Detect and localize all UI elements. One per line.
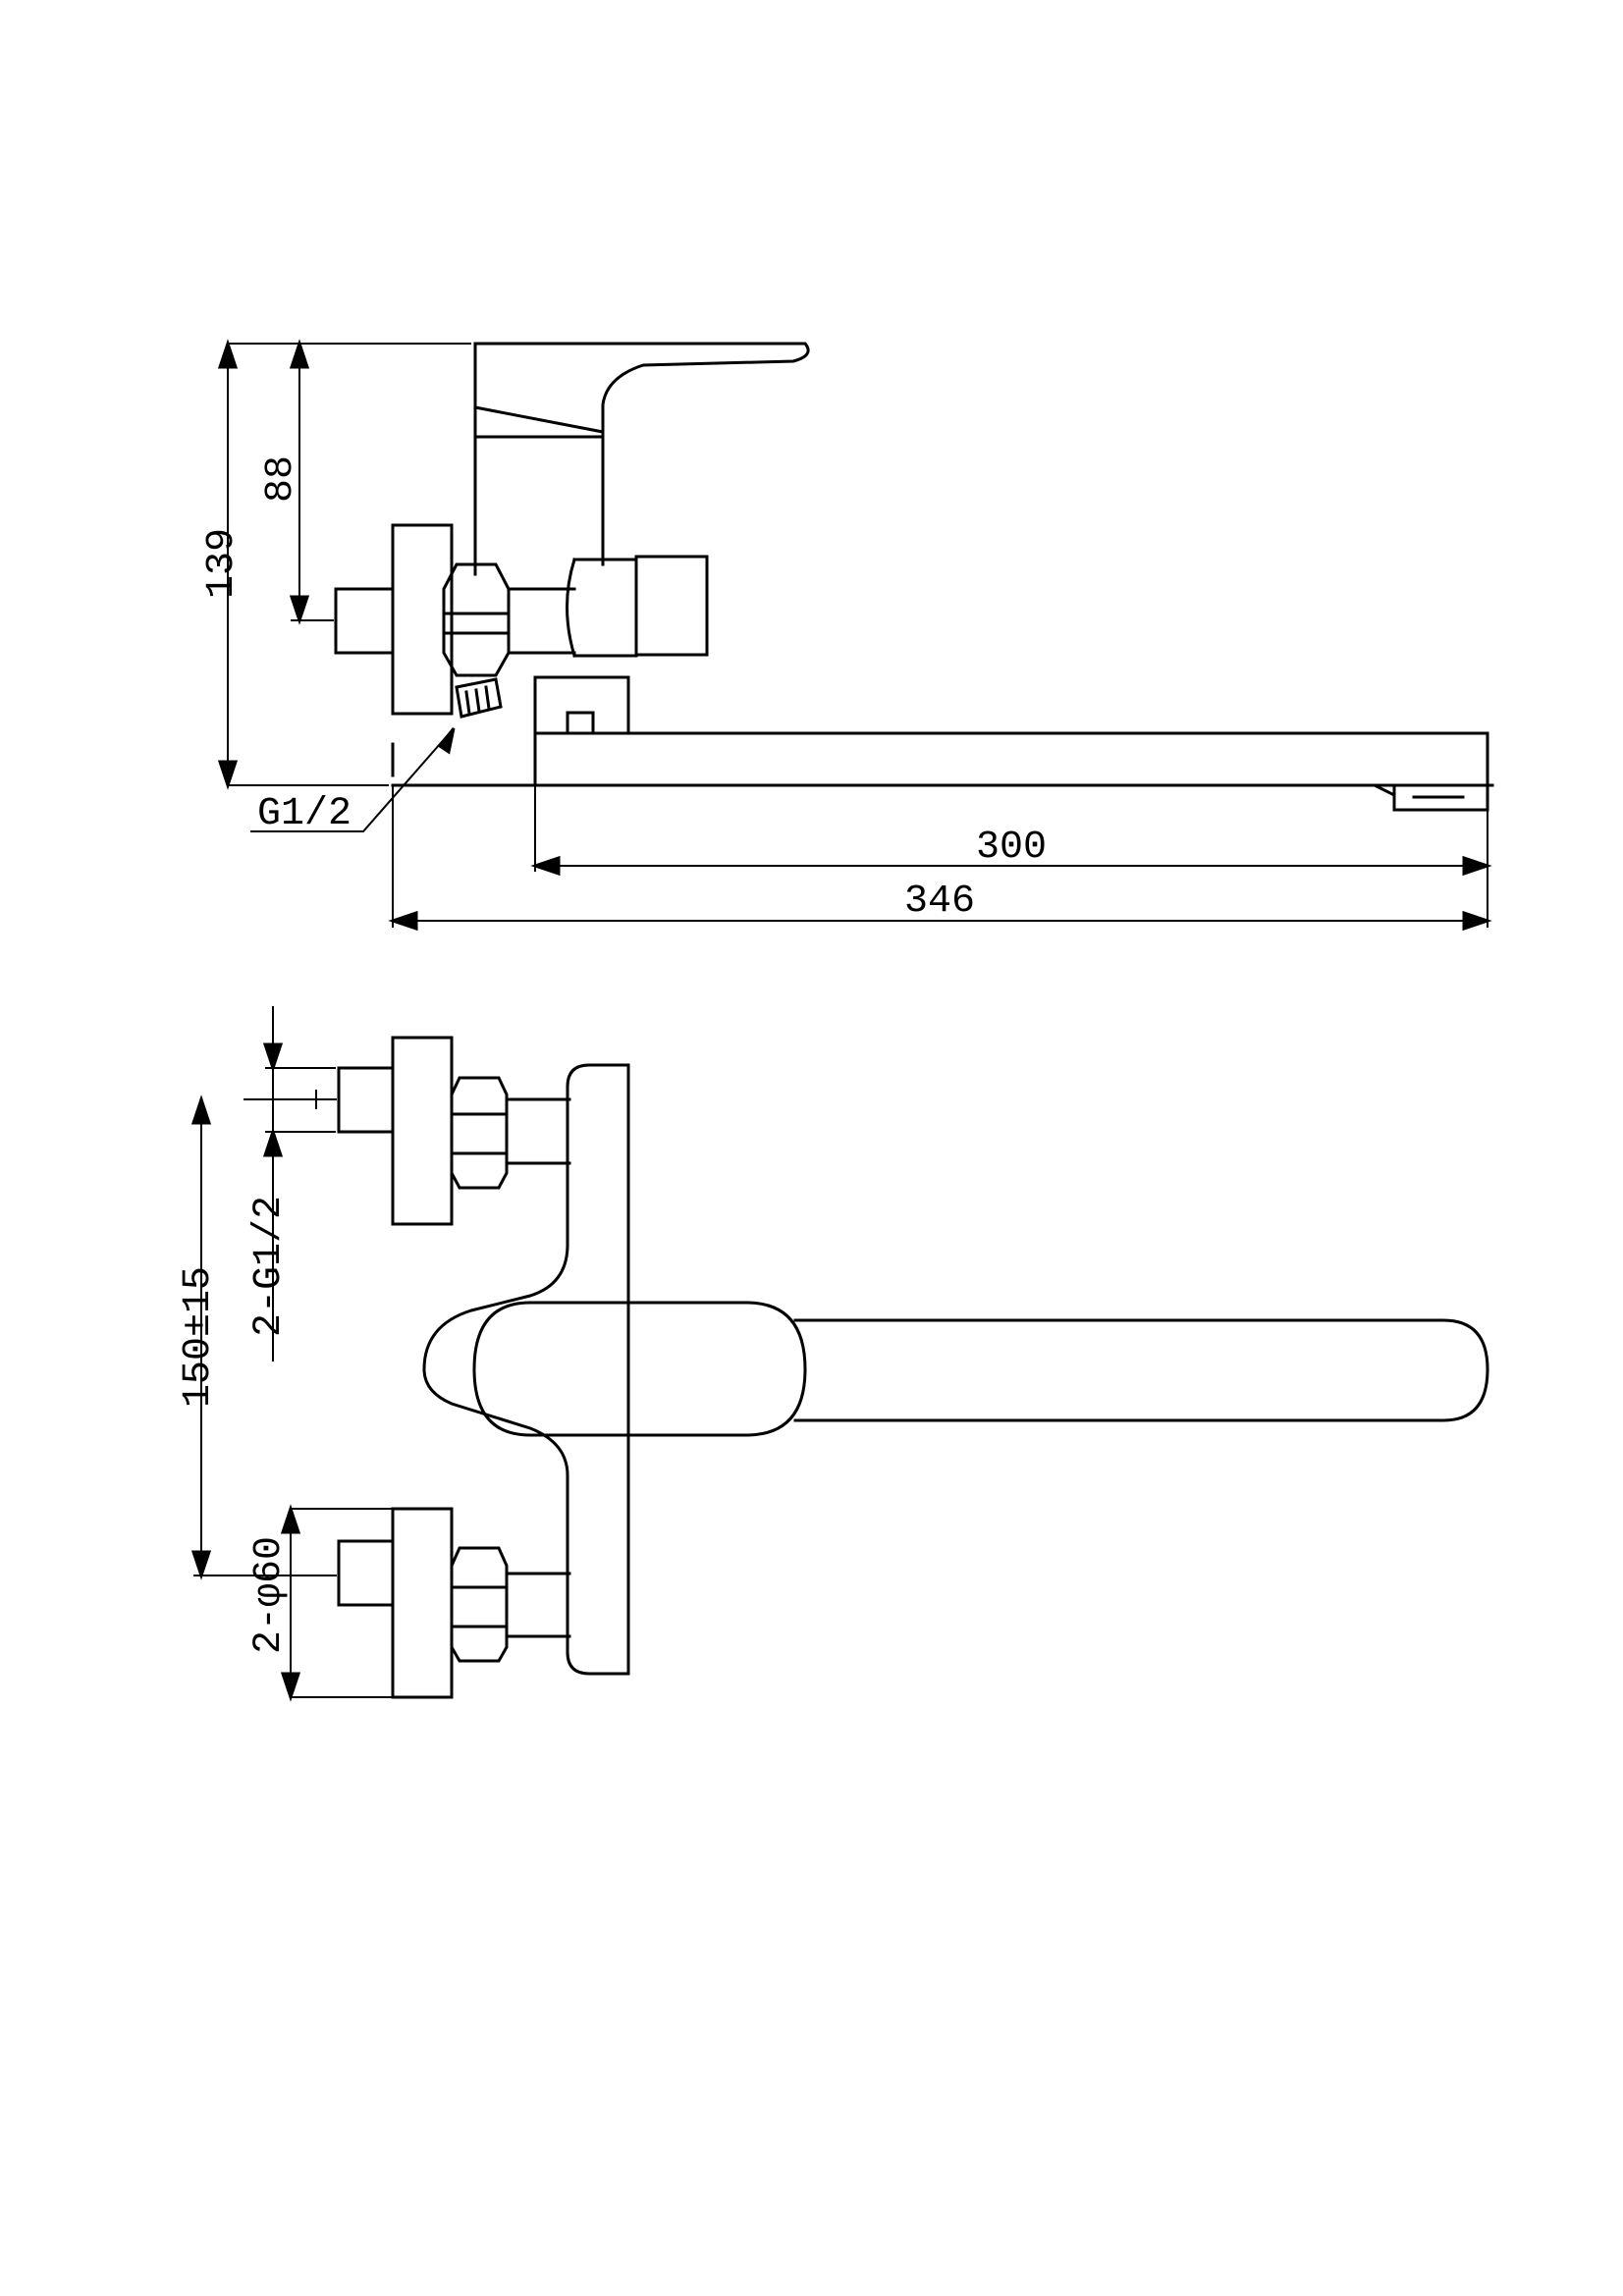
dim-flange-label: 2-φ60: [247, 1536, 292, 1654]
dim-346-label: 346: [904, 880, 975, 924]
dimension-139: 139: [200, 344, 471, 785]
lever-handle: [475, 344, 808, 432]
dim-139-label: 139: [200, 528, 244, 599]
dim-thread-label: 2-G1/2: [247, 1196, 292, 1337]
mixer-body: [475, 407, 603, 555]
dimension-88: 88: [259, 344, 334, 620]
dim-300-label: 300: [976, 826, 1047, 870]
lower-hex-nut: [452, 1548, 507, 1661]
dimension-flange: 2-φ60: [247, 1509, 393, 1697]
lower-flange: [393, 1509, 452, 1697]
dim-150-label: 150±15: [177, 1266, 221, 1408]
spout-clip: [568, 713, 593, 733]
dim-88-label: 88: [259, 455, 303, 503]
dimension-300: 300: [535, 785, 1488, 874]
spout-tip: [1394, 785, 1488, 810]
dimension-346: 346: [393, 785, 1488, 929]
thread-detail: [457, 679, 501, 717]
thread-callout: G1/2: [250, 728, 454, 836]
thread-label: G1/2: [257, 792, 352, 836]
spout-top: [795, 1320, 1488, 1420]
wall-line: [393, 744, 1492, 785]
dimension-150: 150±15: [177, 1099, 337, 1575]
eccentric-connector: [509, 589, 574, 653]
diverter-knob: [636, 557, 707, 655]
mixer-body-bar: [424, 1065, 628, 1674]
lever-handle-top: [474, 1303, 805, 1435]
upper-flange: [393, 1038, 452, 1224]
lower-inlet-nipple: [339, 1541, 393, 1605]
upper-connector: [507, 1099, 569, 1163]
dimension-thread: 2-G1/2: [247, 1006, 336, 1362]
inlet-nipple: [336, 589, 393, 653]
diverter-neck: [568, 560, 637, 656]
top-view: 150±15 2-G1/2 2-φ60: [177, 1006, 1488, 1697]
hex-nut: [444, 564, 509, 675]
side-view: 139 88 G1/2 300 346: [200, 344, 1492, 929]
upper-inlet-nipple: [339, 1068, 393, 1132]
lower-connector: [507, 1574, 569, 1636]
upper-hex-nut: [452, 1078, 507, 1188]
